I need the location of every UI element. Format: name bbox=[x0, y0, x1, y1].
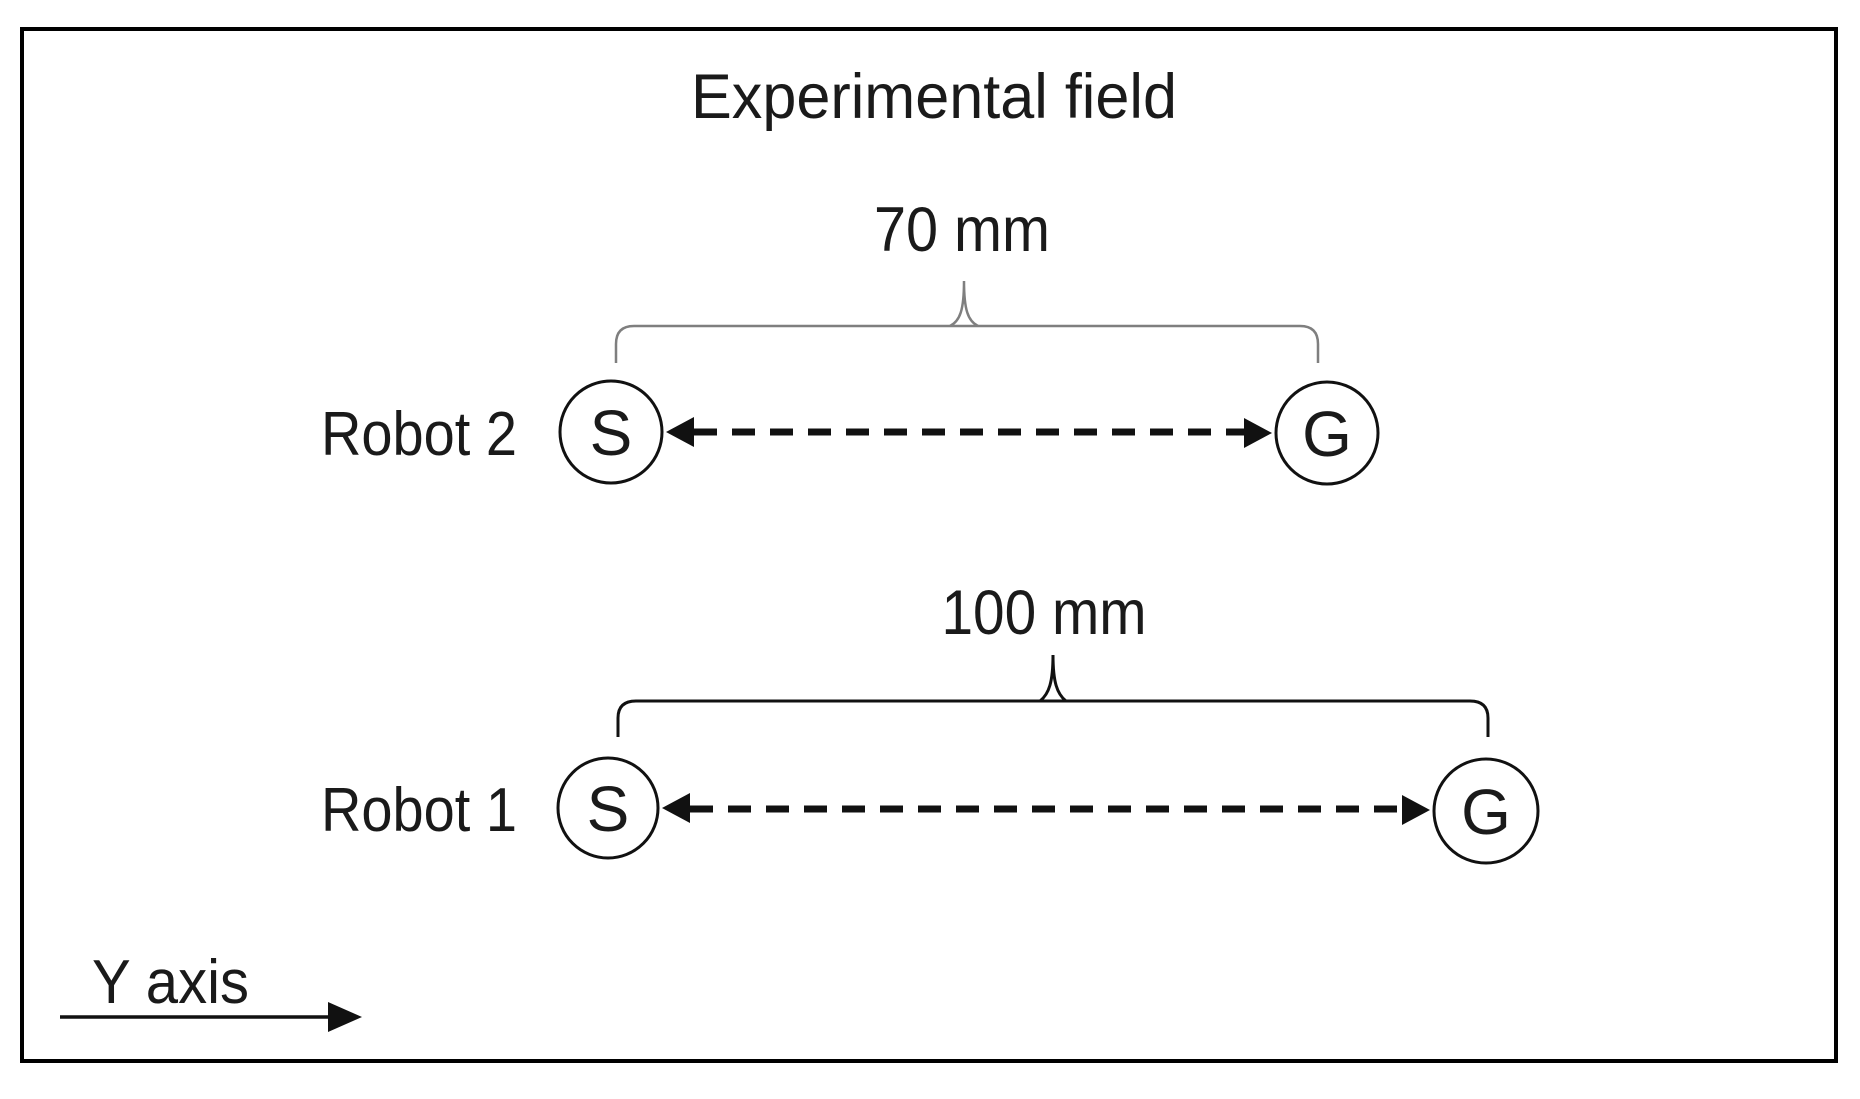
y-axis-indicator: Y axis bbox=[60, 948, 362, 1032]
robot1-arrowhead-right bbox=[1402, 795, 1430, 825]
robot1-arrowhead-left bbox=[662, 793, 690, 823]
robot1-goal-circle bbox=[1432, 757, 1540, 865]
robot2-label: Robot 2 bbox=[321, 400, 517, 469]
field-border bbox=[20, 27, 1838, 1063]
robot2-start-label: S bbox=[590, 397, 633, 469]
robot1-start-circle bbox=[556, 756, 660, 860]
robot2-goal-label: G bbox=[1302, 398, 1352, 470]
robot2-arrowhead-right bbox=[1244, 418, 1272, 448]
robot1-start-label: S bbox=[587, 773, 630, 845]
figure-title: Experimental field bbox=[691, 62, 1177, 132]
robot2-arrowhead-left bbox=[666, 417, 694, 447]
robot1-row: 100 mm Robot 1 S G bbox=[321, 578, 1540, 865]
robot2-goal-circle bbox=[1274, 380, 1380, 486]
robot2-distance-label: 70 mm bbox=[874, 195, 1050, 265]
robot2-distance-brace bbox=[614, 324, 1320, 363]
y-axis-label: Y axis bbox=[92, 948, 249, 1017]
robot2-brace-center-tick bbox=[949, 280, 979, 328]
robot2-start-circle bbox=[558, 379, 664, 485]
y-axis-arrowhead bbox=[328, 1002, 362, 1032]
robot2-row: 70 mm Robot 2 S G bbox=[321, 195, 1380, 486]
robot1-distance-label: 100 mm bbox=[942, 578, 1147, 648]
robot1-label: Robot 1 bbox=[321, 776, 517, 845]
robot1-distance-brace bbox=[616, 699, 1490, 737]
robot1-brace-center-tick bbox=[1039, 654, 1067, 703]
robot1-goal-label: G bbox=[1461, 776, 1511, 848]
